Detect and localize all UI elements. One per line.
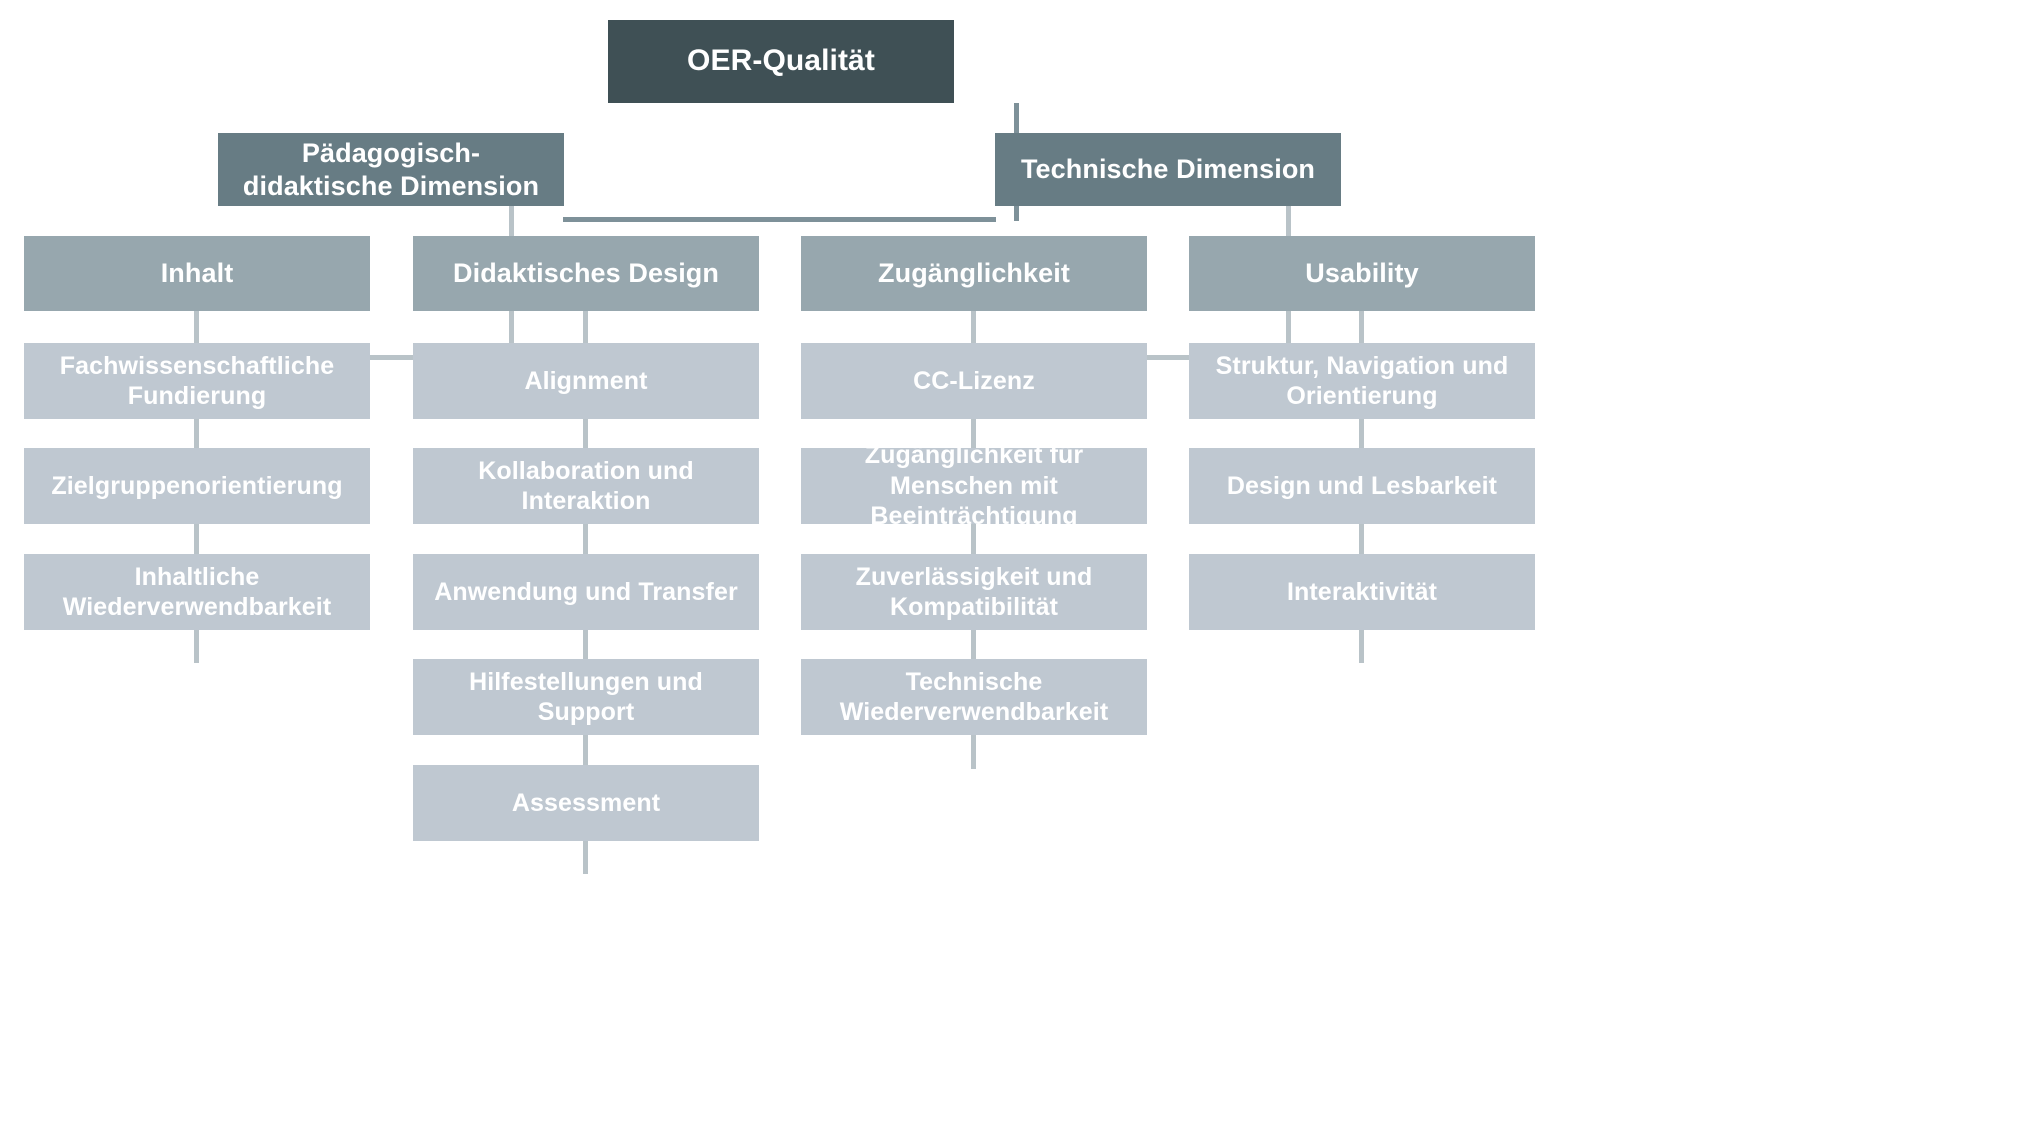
node-category-inhalt[interactable]: Inhalt [24, 236, 370, 311]
node-criterion-interaktivitaet[interactable]: Interaktivität [1189, 554, 1535, 630]
node-criterion-struktur-navigation-und-orientierung[interactable]: Struktur, Navigation und Orientierung [1189, 343, 1535, 419]
node-label: Pädagogisch-didaktische Dimension [242, 137, 540, 201]
node-dimension-technische[interactable]: Technische Dimension [995, 133, 1341, 206]
connector-dim1-bus [369, 355, 415, 360]
node-criterion-design-und-lesbarkeit[interactable]: Design und Lesbarkeit [1189, 448, 1535, 524]
node-criterion-zugaenglichkeit-fuer-menschen-mit-beeintraechtigung[interactable]: Zugänglichkeit für Menschen mit Beeinträ… [801, 441, 1147, 530]
node-criterion-kollaboration-und-interaktion[interactable]: Kollaboration und Interaktion [413, 448, 759, 524]
node-label: Alignment [524, 366, 648, 395]
connector-dim2-bus [1146, 355, 1192, 360]
node-label: Didaktisches Design [453, 258, 719, 289]
node-label: Inhaltliche Wiederverwendbarkeit [62, 562, 332, 622]
node-label: Hilfestellungen und Support [469, 667, 703, 727]
node-label: Anwendung und Transfer [434, 577, 738, 606]
node-category-didaktisches-design[interactable]: Didaktisches Design [413, 236, 759, 311]
node-label: Kollaboration und Interaktion [478, 456, 694, 516]
node-criterion-assessment[interactable]: Assessment [413, 765, 759, 841]
node-label: CC-Lizenz [913, 366, 1035, 395]
connector-level1-bus [563, 217, 996, 222]
node-criterion-cc-lizenz[interactable]: CC-Lizenz [801, 343, 1147, 419]
node-criterion-alignment[interactable]: Alignment [413, 343, 759, 419]
node-label: Technische Wiederverwendbarkeit [839, 667, 1109, 727]
node-category-usability[interactable]: Usability [1189, 236, 1535, 311]
node-criterion-zuverlaessigkeit-und-kompatibilitaet[interactable]: Zuverlässigkeit und Kompatibilität [801, 554, 1147, 630]
node-label: Struktur, Navigation und Orientierung [1215, 351, 1509, 411]
node-criterion-zielgruppenorientierung[interactable]: Zielgruppenorientierung [24, 448, 370, 524]
node-root-oer-qualitaet[interactable]: OER-Qualität [608, 20, 954, 103]
node-label: Zugänglichkeit für Menschen mit Beeinträ… [864, 441, 1084, 531]
node-criterion-hilfestellungen-und-support[interactable]: Hilfestellungen und Support [413, 659, 759, 735]
node-criterion-inhaltliche-wiederverwendbarkeit[interactable]: Inhaltliche Wiederverwendbarkeit [24, 554, 370, 630]
node-label: Design und Lesbarkeit [1226, 471, 1498, 500]
node-criterion-fachwissenschaftliche-fundierung[interactable]: Fachwissenschaftliche Fundierung [24, 343, 370, 419]
node-label: Zugänglichkeit [878, 258, 1070, 289]
node-dimension-paedagogisch-didaktische[interactable]: Pädagogisch-didaktische Dimension [218, 133, 564, 206]
node-label: Assessment [511, 788, 661, 817]
node-label: Zuverlässigkeit und Kompatibilität [855, 562, 1093, 622]
node-label: Inhalt [160, 258, 234, 289]
node-category-zugaenglichkeit[interactable]: Zugänglichkeit [801, 236, 1147, 311]
node-label: OER-Qualität [687, 44, 875, 78]
node-criterion-technische-wiederverwendbarkeit[interactable]: Technische Wiederverwendbarkeit [801, 659, 1147, 735]
connector-col3-spine [971, 311, 976, 769]
node-criterion-anwendung-und-transfer[interactable]: Anwendung und Transfer [413, 554, 759, 630]
node-label: Interaktivität [1286, 577, 1438, 606]
node-label: Zielgruppenorientierung [51, 471, 343, 500]
node-label: Usability [1305, 258, 1419, 289]
node-label: Fachwissenschaftliche Fundierung [59, 351, 335, 411]
node-label: Technische Dimension [1020, 154, 1316, 185]
